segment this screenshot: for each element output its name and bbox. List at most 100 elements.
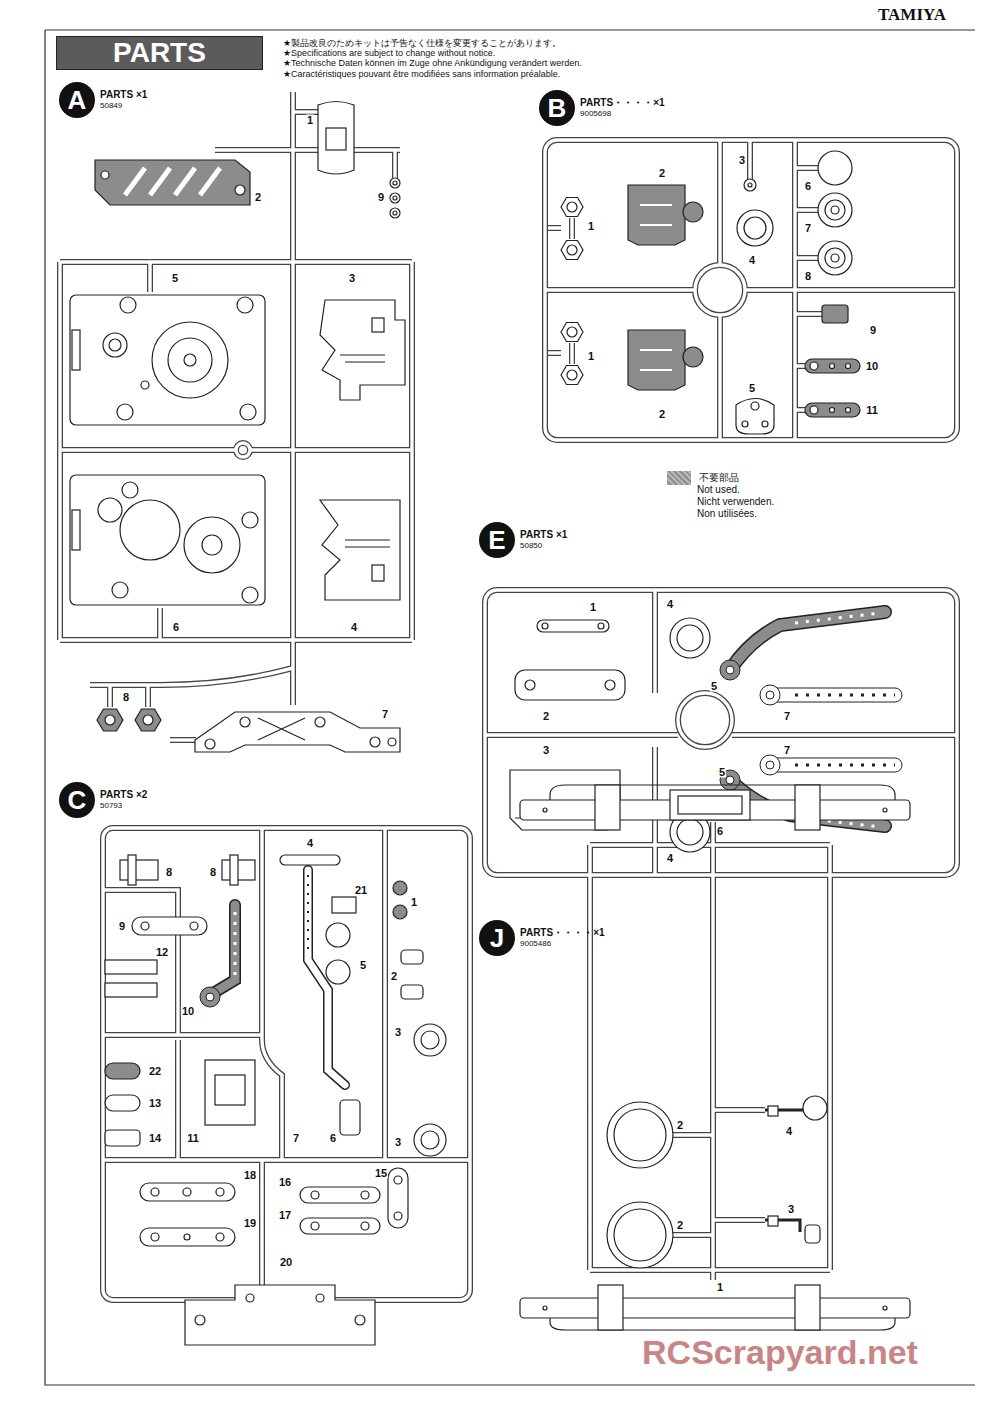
servo-arm: [206, 993, 214, 1001]
part-code: 50850: [520, 542, 567, 550]
parts-count: PARTS ×2: [100, 790, 147, 800]
sprue-part: [320, 300, 405, 400]
part-number: 6: [804, 181, 812, 192]
sprue-part: [825, 200, 845, 220]
sprue-part: [258, 718, 305, 740]
page-title: PARTS: [113, 39, 206, 67]
sprue-part: [141, 381, 149, 389]
sprue-part: [230, 855, 238, 885]
sprue-badge: EPARTS ×150850: [479, 522, 567, 558]
sprue-part: [151, 1188, 159, 1196]
sprue-part: [185, 1285, 375, 1345]
part-number: 11: [186, 1133, 200, 1144]
sprue-part: [614, 1209, 666, 1261]
servo-arm: [200, 612, 902, 1085]
part-code: 9005698: [580, 110, 665, 118]
sprue-part: [744, 217, 766, 239]
part-number: 3: [348, 273, 356, 284]
parts-count: PARTS ×1: [100, 90, 147, 100]
part-number: 10: [865, 361, 879, 372]
sprue-part: [567, 327, 577, 337]
servo-arm: [765, 758, 902, 772]
sprue-part: [132, 917, 207, 935]
spec-note: ★Technische Daten können im Zuge ohne An…: [283, 59, 582, 68]
sprue-part: [361, 1191, 369, 1199]
page-border: [45, 30, 975, 1385]
part-number: 3: [738, 155, 746, 166]
sprue-part: [607, 1102, 673, 1168]
sprue-part: [388, 738, 396, 746]
parts-count: PARTS・・・・×1: [580, 98, 665, 108]
sprue-part: [830, 364, 835, 369]
sprue-part: [640, 350, 672, 370]
part-number: 1: [410, 897, 418, 908]
part-number: 22: [148, 1066, 162, 1077]
part-number: 4: [748, 255, 756, 266]
servo-arm: [200, 987, 220, 1007]
sprue-part: [300, 1218, 380, 1234]
sprue-part: [831, 206, 839, 214]
sprue-part: [683, 202, 703, 222]
sprue-part: [326, 923, 350, 947]
sprue-part: [105, 1063, 140, 1079]
sprue-heading: PARTS ×150850: [520, 530, 567, 550]
sprue-part: [101, 171, 109, 179]
sprue-part: [567, 202, 577, 212]
sprue-part: [120, 860, 158, 880]
part-number: 11: [865, 405, 879, 416]
servo-arm: [726, 666, 734, 674]
part-number: 3: [394, 1137, 402, 1148]
part-number: 19: [243, 1218, 257, 1229]
part-number: 7: [804, 223, 812, 234]
part-number: 4: [785, 1126, 793, 1137]
sprue-part: [393, 211, 397, 215]
sprue-part: [677, 625, 703, 651]
sprue-part: [670, 618, 710, 658]
sprue-part: [628, 330, 685, 390]
sprue-part: [744, 179, 756, 191]
sprue-part: [103, 333, 127, 357]
sprue-part: [105, 1095, 140, 1111]
part-number: 1: [589, 602, 597, 613]
sprue-part: [607, 1202, 673, 1268]
sprue-heading: PARTS・・・・×1 9005698: [580, 98, 665, 118]
sprue-part: [515, 670, 625, 700]
sprue-part: [795, 1285, 820, 1330]
sprue-part: [112, 582, 128, 598]
sprue-part: [520, 1298, 910, 1318]
sprue-part: [205, 1060, 255, 1125]
part-number: 2: [390, 971, 398, 982]
sprue-part: [421, 1131, 439, 1149]
sprue-part: [215, 1075, 245, 1105]
sprue-part: [311, 1222, 319, 1230]
sprue-part: [340, 1100, 360, 1135]
sprue-part: [242, 587, 258, 603]
sprue-part: [805, 1225, 820, 1243]
part-number: 20: [279, 1257, 293, 1268]
sprue-part: [561, 323, 583, 342]
sprue-part: [803, 1096, 827, 1120]
sprue-part: [818, 241, 852, 275]
part-number: 7: [381, 709, 389, 720]
sprue-part: [140, 1228, 235, 1246]
part-number: 6: [716, 826, 724, 837]
legend-note: Non utilisées.: [697, 509, 757, 519]
sprue-part: [355, 1315, 365, 1325]
part-number: 7: [783, 711, 791, 722]
sprue-part: [152, 322, 228, 398]
sprue-part: [393, 181, 397, 185]
sprue-badge: CPARTS ×250793: [59, 782, 147, 818]
servo-arm: [765, 688, 902, 702]
sprue-part: [315, 717, 325, 727]
servo-arm: [726, 776, 734, 784]
sprue-part: [105, 785, 910, 1345]
sprue-part: [372, 318, 384, 332]
part-number: 14: [148, 1133, 162, 1144]
sprue-part: [390, 178, 400, 188]
part-number: 3: [394, 1027, 402, 1038]
sprue-part: [340, 355, 385, 362]
sprue-part: [825, 248, 845, 268]
sprue-part: [795, 785, 820, 830]
servo-arm: [307, 875, 309, 955]
sprue-part: [135, 709, 161, 731]
